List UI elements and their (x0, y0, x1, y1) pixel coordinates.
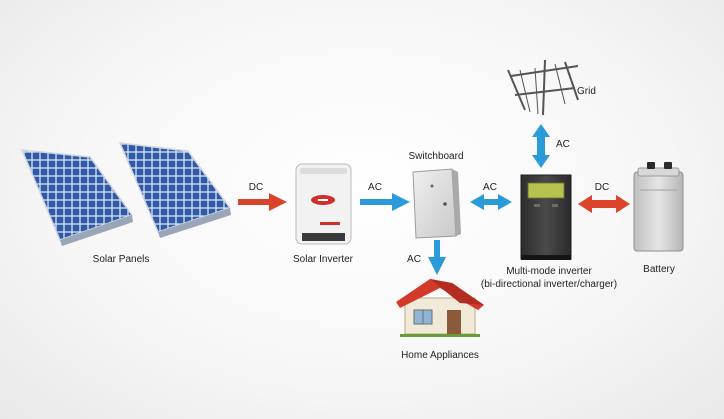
ac-arrow-switchboard-multimode (470, 194, 512, 210)
flow-label-ac-inverter: AC (368, 182, 382, 193)
flow-label-ac-home: AC (407, 254, 421, 265)
label-switchboard: Switchboard (408, 151, 464, 162)
label-solar-inverter: Solar Inverter (292, 254, 354, 265)
flow-label-ac-grid: AC (556, 139, 570, 150)
grid-pylon-icon (507, 59, 579, 116)
ac-arrow-inverter-to-switchboard (360, 193, 410, 211)
ac-arrow-multimode-grid (532, 124, 550, 168)
dc-arrow-panels-to-inverter (238, 193, 287, 211)
label-multimode-inverter: Multi-mode inverter (506, 266, 592, 277)
switchboard-icon (412, 168, 461, 239)
solar-panels-icon (20, 142, 232, 246)
multimode-inverter-icon (520, 174, 572, 260)
battery-icon (633, 162, 684, 252)
label-battery: Battery (643, 264, 675, 275)
label-grid: Grid (577, 86, 596, 97)
flow-label-ac-switchboard: AC (483, 182, 497, 193)
flow-label-dc-panels: DC (248, 182, 264, 193)
label-solar-panels: Solar Panels (92, 254, 150, 265)
solar-inverter-icon (295, 163, 352, 245)
label-home-appliances: Home Appliances (401, 350, 479, 361)
dc-arrow-multimode-battery (578, 195, 630, 213)
home-appliances-icon (396, 279, 484, 337)
flow-label-dc-battery: DC (594, 182, 610, 193)
ac-arrow-switchboard-to-home (428, 240, 446, 275)
label-multimode-inverter-sub: (bi-directional inverter/charger) (480, 279, 618, 290)
